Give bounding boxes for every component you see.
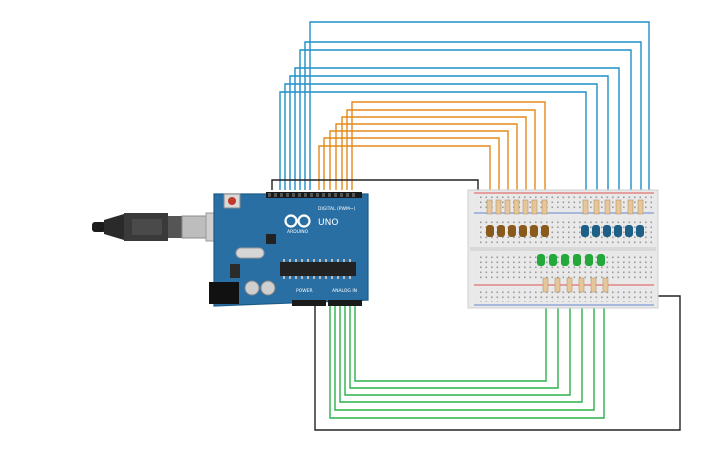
resistor[interactable]: [593, 199, 600, 215]
gnd-wire-bottom[interactable]: [314, 295, 681, 431]
resistor[interactable]: [615, 199, 622, 215]
digital-header-label: DIGITAL (PWM~): [318, 206, 356, 212]
resistor[interactable]: [637, 199, 644, 215]
orange-wire-6[interactable]: [346, 109, 536, 200]
resistors-bottom: [542, 277, 609, 293]
arduino-board[interactable]: DIGITAL (PWM~) UNO ARDUINO: [209, 192, 369, 307]
led-brown[interactable]: [497, 225, 505, 237]
black-wires: [271, 179, 681, 431]
led-green[interactable]: [585, 254, 593, 266]
led-brown[interactable]: [508, 225, 516, 237]
green-wire-3[interactable]: [339, 290, 583, 403]
crystal-oscillator: [235, 247, 265, 259]
orange-wire-1[interactable]: [318, 145, 491, 200]
uno-logo-text: UNO: [318, 218, 338, 228]
resistor[interactable]: [602, 277, 609, 293]
analog-header: [328, 300, 362, 306]
power-label: POWER: [296, 288, 313, 294]
blue-wire-5[interactable]: [299, 49, 632, 200]
arduino-brand-text: ARDUINO: [287, 229, 309, 235]
led-brown[interactable]: [486, 225, 494, 237]
analog-label: ANALOG IN: [332, 288, 357, 294]
resistor[interactable]: [604, 199, 611, 215]
arduino-infinity-logo-icon: [284, 214, 311, 228]
blue-wire-2[interactable]: [284, 83, 598, 200]
resistor[interactable]: [513, 199, 520, 215]
gnd-wire-top[interactable]: [271, 179, 479, 196]
blue-wire-3[interactable]: [289, 75, 609, 200]
holes-bottom-rail: [476, 288, 652, 302]
green-wires: [329, 290, 605, 419]
led-blue[interactable]: [581, 225, 589, 237]
digital-header: [266, 192, 362, 198]
led-green[interactable]: [573, 254, 581, 266]
blue-wire-4[interactable]: [294, 67, 620, 200]
leds-blue: [581, 225, 644, 237]
resistor[interactable]: [541, 199, 548, 215]
blue-wire-6[interactable]: [304, 41, 642, 200]
holes-upper-grid: [476, 218, 652, 246]
resistor[interactable]: [531, 199, 538, 215]
resistor[interactable]: [504, 199, 511, 215]
holes-top-rail: [476, 196, 652, 210]
resistor[interactable]: [627, 199, 634, 215]
led-green[interactable]: [549, 254, 557, 266]
power-header: [292, 300, 326, 306]
usb-chip: [266, 234, 276, 244]
orange-wire-5[interactable]: [341, 116, 527, 200]
led-blue[interactable]: [636, 225, 644, 237]
resistor[interactable]: [522, 199, 529, 215]
orange-wire-2[interactable]: [323, 137, 500, 200]
resistor[interactable]: [578, 277, 585, 293]
power-jack: [209, 282, 239, 304]
center-channel: [470, 247, 656, 251]
leds-brown: [486, 225, 549, 237]
orange-wire-4[interactable]: [335, 123, 518, 200]
green-wire-1[interactable]: [329, 290, 605, 419]
led-blue[interactable]: [625, 225, 633, 237]
chip-pins: [283, 259, 351, 279]
orange-wires: [318, 101, 546, 200]
resistor[interactable]: [582, 199, 589, 215]
resistors-top: [486, 199, 644, 215]
voltage-regulator: [230, 264, 240, 278]
led-brown[interactable]: [530, 225, 538, 237]
led-blue[interactable]: [614, 225, 622, 237]
leds-green: [537, 254, 605, 266]
capacitor-1: [244, 280, 260, 296]
blue-wires: [279, 21, 650, 200]
resistor[interactable]: [590, 277, 597, 293]
resistor[interactable]: [495, 199, 502, 215]
resistor[interactable]: [566, 277, 573, 293]
resistor[interactable]: [542, 277, 549, 293]
blue-wire-7[interactable]: [309, 21, 650, 200]
digital-header-pins: [268, 193, 355, 197]
led-green[interactable]: [537, 254, 545, 266]
resistor[interactable]: [486, 199, 493, 215]
green-wire-5[interactable]: [349, 290, 559, 389]
usb-cable-icon: [92, 212, 227, 242]
orange-wire-3[interactable]: [329, 130, 509, 200]
led-blue[interactable]: [592, 225, 600, 237]
blue-wire-1[interactable]: [279, 91, 587, 200]
resistor[interactable]: [554, 277, 561, 293]
green-wire-6[interactable]: [354, 290, 547, 382]
led-brown[interactable]: [519, 225, 527, 237]
reset-button-icon[interactable]: [223, 193, 241, 209]
led-green[interactable]: [597, 254, 605, 266]
led-blue[interactable]: [603, 225, 611, 237]
capacitor-2: [260, 280, 276, 296]
led-brown[interactable]: [541, 225, 549, 237]
led-green[interactable]: [561, 254, 569, 266]
green-wire-4[interactable]: [344, 290, 571, 396]
green-wire-2[interactable]: [334, 290, 595, 411]
orange-wire-7[interactable]: [351, 101, 546, 200]
atmega-chip: [280, 262, 356, 276]
